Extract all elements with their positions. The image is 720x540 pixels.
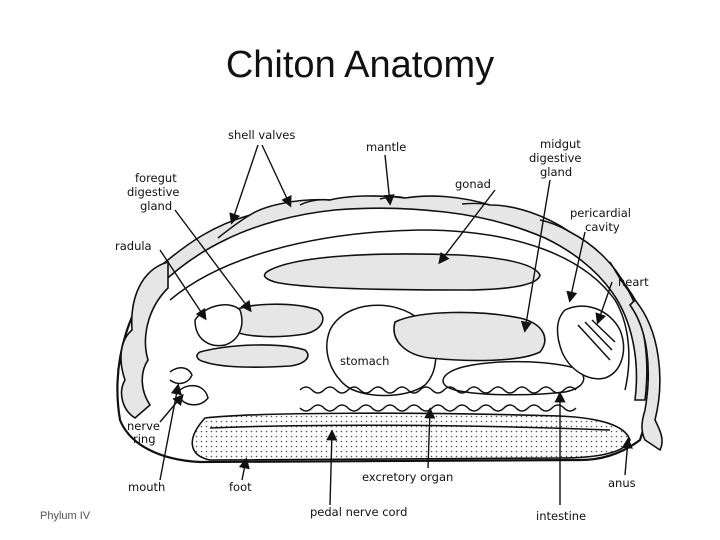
label-pedal-nerve-cord: pedal nerve cord [310,505,407,519]
pedal-nerve-cord [209,424,611,431]
label-heart: heart [618,275,649,289]
mouth [169,367,193,385]
label-shell-valves: shell valves [228,128,295,142]
foot [191,412,631,461]
label-gonad: gonad [455,177,491,191]
label-foregut-line3: gland [140,199,172,213]
mantle-fold-tail [628,298,663,452]
midgut-digestive-gland [393,311,546,362]
label-midgut-line2: digestive [529,151,581,165]
label-nerve-ring-line2: ring [133,432,156,446]
label-intestine: intestine [536,509,586,523]
label-excretory-organ: excretory organ [362,470,453,484]
mantle-fold-head [120,260,169,419]
label-stomach: stomach [340,354,389,368]
nerve-ring [179,384,209,406]
label-nerve-ring-line1: nerve [127,419,160,433]
radula-sac [196,344,309,368]
label-pericardial-line1: pericardial [570,206,631,220]
mantle-line [169,229,630,391]
label-foregut-line1: foregut [135,171,177,185]
label-pericardial-line2: cavity [585,220,620,234]
slide-title: Chiton Anatomy [225,44,495,86]
label-midgut-line3: gland [540,165,572,179]
label-foot: foot [229,480,252,494]
gonad [263,253,541,291]
label-midgut-line1: midgut [540,137,581,151]
label-foregut-line2: digestive [127,185,179,199]
radula [194,304,243,347]
label-anus: anus [608,476,636,490]
shell-valves [148,195,648,401]
label-mantle: mantle [366,140,406,154]
pointer-lines [159,144,633,506]
label-radula: radula [115,239,152,253]
footer-text: Phylum IV [40,510,91,522]
label-mouth: mouth [128,480,165,494]
excretory-organ [299,386,577,412]
